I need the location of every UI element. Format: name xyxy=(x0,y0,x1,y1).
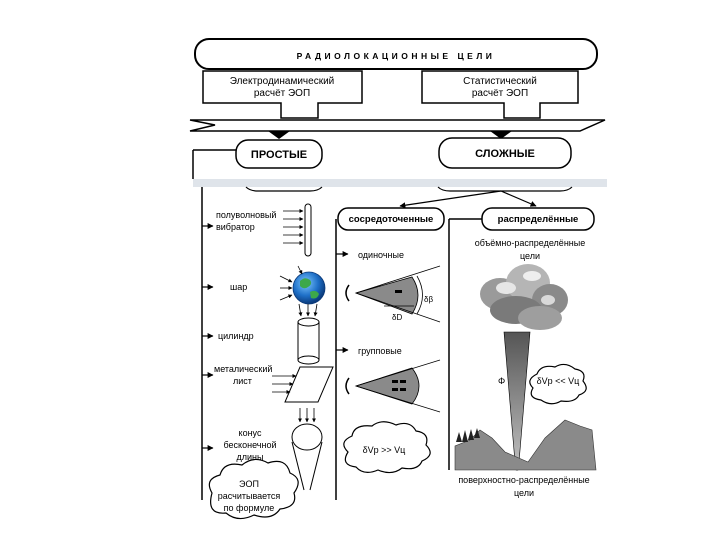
single-beta-arc xyxy=(416,275,423,315)
angle-d-label: δD xyxy=(392,313,402,322)
method-arrow-down-right xyxy=(490,131,512,139)
group-ray-lower xyxy=(355,385,441,413)
single-sector xyxy=(354,276,419,315)
title-text: РАДИОЛОКАЦИОННЫЕ ЦЕЛИ xyxy=(297,51,496,61)
cone-body xyxy=(291,441,323,491)
plate-incident-arrows xyxy=(272,374,297,394)
single-ray-lower xyxy=(355,292,441,323)
surface-terrain xyxy=(454,419,597,471)
simple-box xyxy=(235,139,323,169)
complex-box xyxy=(438,137,572,169)
group-sector xyxy=(354,367,420,405)
complex-branch-left xyxy=(399,190,502,209)
single-ray-upper xyxy=(355,265,441,294)
cone-head xyxy=(291,423,323,451)
sphere-globe xyxy=(292,271,326,305)
cylinder-bottom xyxy=(297,355,320,365)
dipole-incident-arrows xyxy=(283,209,304,245)
method-arrow-band xyxy=(189,119,606,132)
cone-incident-arrows xyxy=(298,408,316,423)
single-antenna xyxy=(345,284,350,302)
angle-beta-label: δβ xyxy=(424,295,433,304)
single-target-mark xyxy=(395,290,402,293)
cloud-right-shape xyxy=(529,363,587,405)
volume-cloud xyxy=(480,264,568,330)
cloud-mid-shape xyxy=(343,421,431,474)
complex-box-edge xyxy=(437,186,573,192)
group-antenna xyxy=(345,377,350,395)
phi-label: Φ xyxy=(498,376,505,386)
cloud-left-shape xyxy=(208,458,299,520)
metal-plate xyxy=(284,366,334,403)
surface-trees xyxy=(456,428,480,442)
simple-label: ПРОСТЫЕ xyxy=(251,149,307,161)
title-box xyxy=(194,38,598,70)
single-label: одиночные xyxy=(358,250,404,260)
cylinder-top xyxy=(297,317,320,327)
radar-beam xyxy=(503,331,531,463)
complex-label: СЛОЖНЫЕ xyxy=(475,148,535,160)
method-left-block xyxy=(202,70,363,119)
item-sphere-label: шар xyxy=(230,282,247,292)
concentrated-label: сосредоточенные xyxy=(349,214,434,225)
distributed-label: распределённые xyxy=(498,214,579,225)
method-arrow-down-left xyxy=(268,131,290,139)
group-label: групповые xyxy=(358,346,402,356)
complex-branch-right xyxy=(500,190,537,207)
group-ray-upper xyxy=(355,359,441,387)
simple-box-edge xyxy=(245,186,323,192)
concentrated-box xyxy=(337,207,445,231)
dipole-rod xyxy=(304,203,312,257)
cylinder-incident-arrows xyxy=(298,303,318,317)
cylinder-body xyxy=(297,321,320,361)
item-cylinder-label: цилиндр xyxy=(218,331,254,341)
slide-overlap-band xyxy=(193,179,607,187)
cloud-mid-text: δVр >> Vц xyxy=(363,445,406,455)
method-right-block xyxy=(421,70,579,119)
group-targets xyxy=(392,380,406,391)
sphere-continents xyxy=(300,278,319,299)
relation-label: δVр << Vц xyxy=(537,376,580,386)
sphere-incident-arrows xyxy=(279,265,303,301)
